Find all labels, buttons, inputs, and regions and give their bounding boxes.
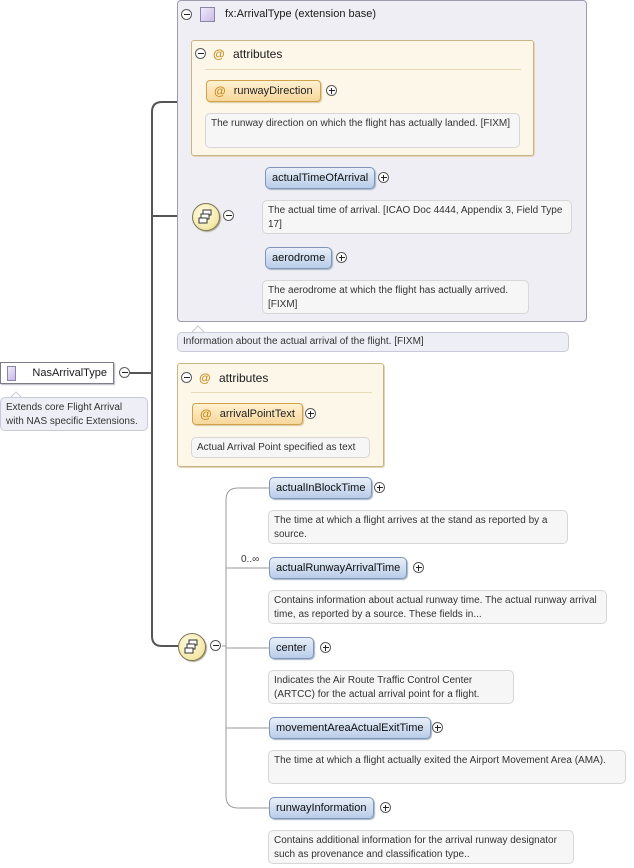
collapse-icon[interactable] bbox=[181, 372, 192, 383]
attributes-title: attributes bbox=[219, 371, 269, 385]
expand-icon[interactable] bbox=[432, 722, 443, 733]
element-description: Contains information about actual runway… bbox=[268, 590, 607, 624]
element-description: The aerodrome at which the flight has ac… bbox=[262, 280, 529, 314]
collapse-icon[interactable] bbox=[210, 640, 221, 651]
complex-type-icon bbox=[7, 365, 17, 381]
expand-icon[interactable] bbox=[336, 252, 347, 263]
expand-icon[interactable] bbox=[380, 802, 391, 813]
element-description: Contains additional information for the … bbox=[268, 830, 574, 864]
element-actual-time-of-arrival[interactable]: actualTimeOfArrival bbox=[265, 167, 376, 189]
element-runway-information[interactable]: runwayInformation bbox=[269, 797, 374, 819]
sequence-glyph bbox=[184, 639, 198, 654]
attribute-name: runwayDirection bbox=[233, 85, 313, 97]
expand-icon[interactable] bbox=[374, 482, 385, 493]
attribute-description: The runway direction on which the flight… bbox=[205, 113, 520, 148]
attribute-icon: @ bbox=[199, 371, 211, 385]
attribute-icon: @ bbox=[213, 47, 225, 61]
element-description: Indicates the Air Route Traffic Control … bbox=[268, 670, 514, 704]
attribute-name: arrivalPointText bbox=[219, 408, 295, 420]
collapse-icon[interactable] bbox=[223, 210, 234, 221]
element-actual-in-block-time[interactable]: actualInBlockTime bbox=[269, 477, 373, 499]
element-description: The time at which a flight arrives at th… bbox=[268, 510, 568, 544]
complex-type-icon bbox=[200, 6, 215, 22]
sequence-glyph bbox=[198, 209, 212, 224]
extension-description: Information about the actual arrival of … bbox=[177, 332, 569, 352]
attribute-icon: @ bbox=[214, 84, 226, 98]
element-movement-area-actual-exit-time[interactable]: movementAreaActualExitTime bbox=[269, 717, 431, 739]
element-actual-runway-arrival-time[interactable]: actualRunwayArrivalTime bbox=[269, 557, 408, 579]
attributes-title: attributes bbox=[233, 47, 283, 61]
expand-icon[interactable] bbox=[320, 642, 331, 653]
element-center[interactable]: center bbox=[269, 637, 314, 659]
collapse-icon[interactable] bbox=[181, 9, 192, 20]
root-type-box[interactable]: NasArrivalType bbox=[0, 362, 114, 384]
extension-header: fx:ArrivalType (extension base) bbox=[200, 6, 376, 22]
collapse-icon[interactable] bbox=[195, 48, 206, 59]
attribute-arrival-point-text[interactable]: @ arrivalPointText bbox=[192, 403, 303, 425]
extension-title: fx:ArrivalType (extension base) bbox=[225, 8, 377, 20]
divider bbox=[191, 392, 372, 393]
root-name: NasArrivalType bbox=[32, 367, 107, 379]
expand-icon[interactable] bbox=[326, 85, 337, 96]
attribute-description: Actual Arrival Point specified as text bbox=[191, 437, 370, 458]
collapse-icon[interactable] bbox=[119, 367, 130, 378]
expand-icon[interactable] bbox=[378, 172, 389, 183]
root-description: Extends core Flight Arrival with NAS spe… bbox=[0, 397, 148, 431]
occurrence-label: 0..∞ bbox=[241, 554, 260, 565]
element-description: The actual time of arrival. [ICAO Doc 44… bbox=[262, 200, 572, 234]
expand-icon[interactable] bbox=[305, 408, 316, 419]
attribute-icon: @ bbox=[200, 407, 212, 421]
element-description: The time at which a flight actually exit… bbox=[268, 750, 626, 784]
divider bbox=[205, 69, 521, 70]
element-aerodrome[interactable]: aerodrome bbox=[265, 247, 333, 269]
expand-icon[interactable] bbox=[413, 562, 424, 573]
attribute-runway-direction[interactable]: @ runwayDirection bbox=[206, 80, 321, 102]
